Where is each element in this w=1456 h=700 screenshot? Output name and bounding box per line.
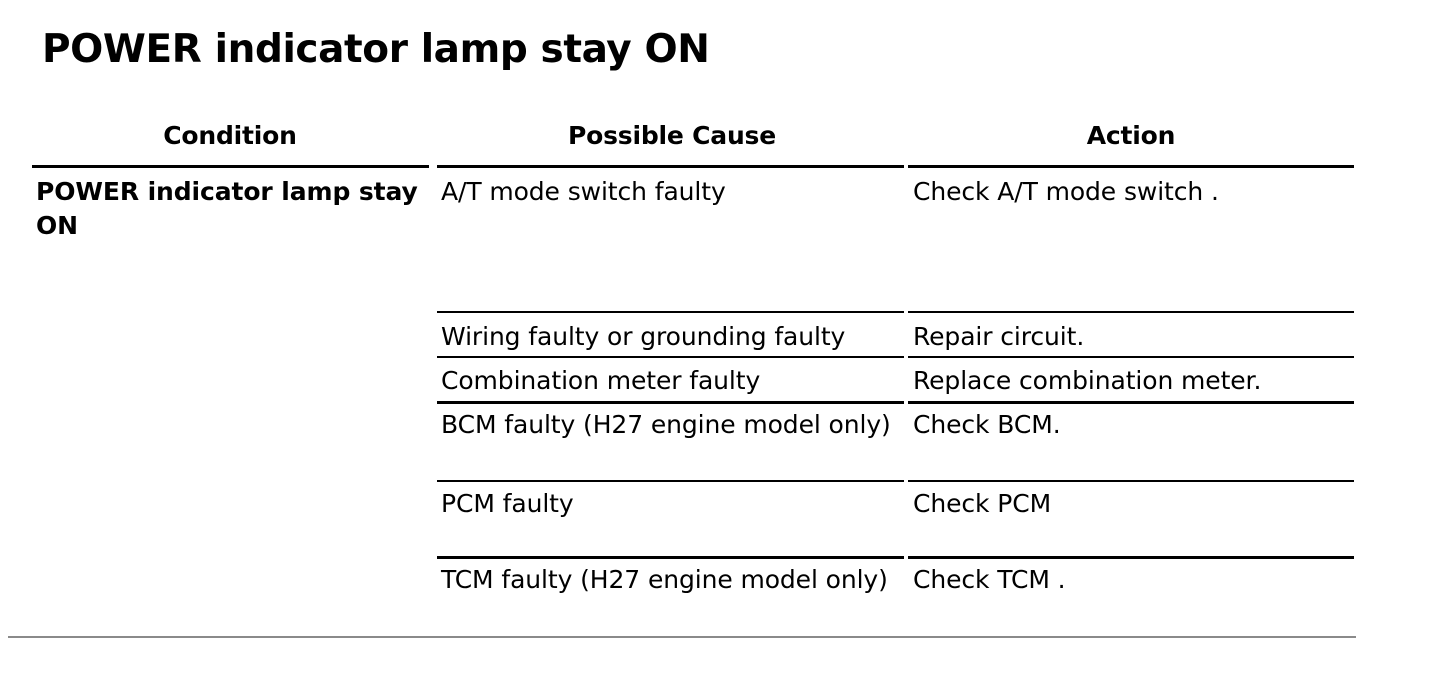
row-rule-2-action (908, 356, 1354, 358)
cell-possible-cause-0: A/T mode switch faulty (441, 177, 726, 206)
cell-condition: POWER indicator lamp stay ON (36, 177, 418, 240)
column-header-action: Action (1086, 121, 1176, 150)
header-rule-condition (32, 165, 429, 168)
cell-action-1: Repair circuit. (913, 322, 1085, 351)
column-header-condition: Condition (163, 121, 297, 150)
row-rule-1-action (908, 311, 1354, 313)
row-rule-3-action (908, 401, 1354, 404)
cell-possible-cause-5: TCM faulty (H27 engine model only) (441, 565, 888, 594)
table-bottom-rule (8, 636, 1356, 638)
column-header-possible-cause: Possible Cause (567, 121, 776, 150)
cell-possible-cause-3: BCM faulty (H27 engine model only) (441, 410, 891, 439)
header-rule-action (908, 165, 1354, 168)
row-rule-4-possible-cause (437, 480, 904, 482)
cell-possible-cause-1: Wiring faulty or grounding faulty (441, 322, 846, 351)
cell-action-2: Replace combination meter. (913, 366, 1262, 395)
row-rule-3-possible-cause (437, 401, 904, 404)
row-rule-5-possible-cause (437, 556, 904, 559)
cell-possible-cause-4: PCM faulty (441, 489, 574, 518)
cell-possible-cause-2: Combination meter faulty (441, 366, 761, 395)
cell-action-5: Check TCM . (913, 565, 1066, 594)
cell-action-0: Check A/T mode switch . (913, 177, 1219, 206)
row-rule-2-possible-cause (437, 356, 904, 358)
header-rule-possible-cause (437, 165, 904, 168)
cell-action-3: Check BCM. (913, 410, 1061, 439)
row-rule-1-possible-cause (437, 311, 904, 313)
table-header-row: Condition Possible Cause Action (32, 120, 1354, 156)
row-rule-5-action (908, 556, 1354, 559)
row-rule-4-action (908, 480, 1354, 482)
cell-action-4: Check PCM (913, 489, 1052, 518)
page-title: POWER indicator lamp stay ON (42, 27, 710, 72)
